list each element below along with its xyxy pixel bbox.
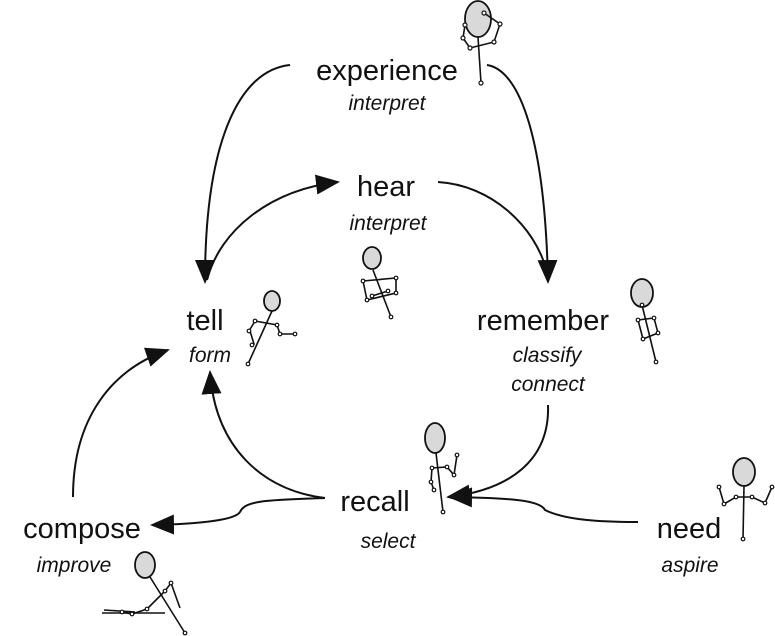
edge-experience-to-remember [486, 64, 558, 284]
edge-hear-tell-bidirectional [206, 174, 340, 281]
stick-figure-thinking-icon [460, 0, 503, 86]
node-need: need aspire [657, 513, 722, 577]
node-subtitle: classify [513, 344, 583, 367]
stick-figure-arms-raised-icon [716, 457, 775, 542]
edges [72, 64, 639, 535]
stick-figure-reading-icon [360, 246, 399, 320]
node-subtitle: improve [37, 554, 112, 577]
edge-recall-to-tell [201, 370, 326, 499]
edge-compose-to-tell [72, 347, 170, 498]
node-subtitle: form [189, 344, 231, 367]
node-experience: experience interpret [316, 55, 458, 115]
stick-figure-gesturing-icon [245, 290, 298, 367]
node-label: tell [186, 305, 223, 337]
stick-figure-writing-icon [102, 551, 188, 636]
node-subtitle: select [361, 530, 417, 553]
node-subtitle: interpret [349, 212, 427, 235]
stick-figure-pondering-icon [424, 422, 460, 515]
node-compose: compose improve [23, 513, 141, 577]
node-label: hear [357, 171, 415, 203]
edge-need-to-recall [448, 487, 639, 523]
node-label: experience [316, 55, 458, 87]
edge-experience-to-tell [195, 64, 291, 284]
node-remember: remember classify connect [477, 305, 609, 396]
node-subtitle: interpret [348, 92, 426, 115]
node-label: remember [477, 305, 609, 337]
stick-figure-holding-book-icon [630, 278, 661, 365]
node-label: need [657, 513, 722, 545]
node-recall: recall select [340, 486, 416, 553]
node-label: recall [340, 486, 409, 518]
node-tell: tell form [186, 305, 231, 367]
edge-remember-to-recall [446, 404, 550, 505]
node-subtitle: connect [511, 373, 586, 396]
node-hear: hear interpret [349, 171, 427, 235]
edge-recall-to-compose [150, 497, 326, 535]
edge-hear-to-remember [437, 181, 548, 273]
node-subtitle: aspire [661, 554, 718, 577]
node-label: compose [23, 513, 141, 545]
